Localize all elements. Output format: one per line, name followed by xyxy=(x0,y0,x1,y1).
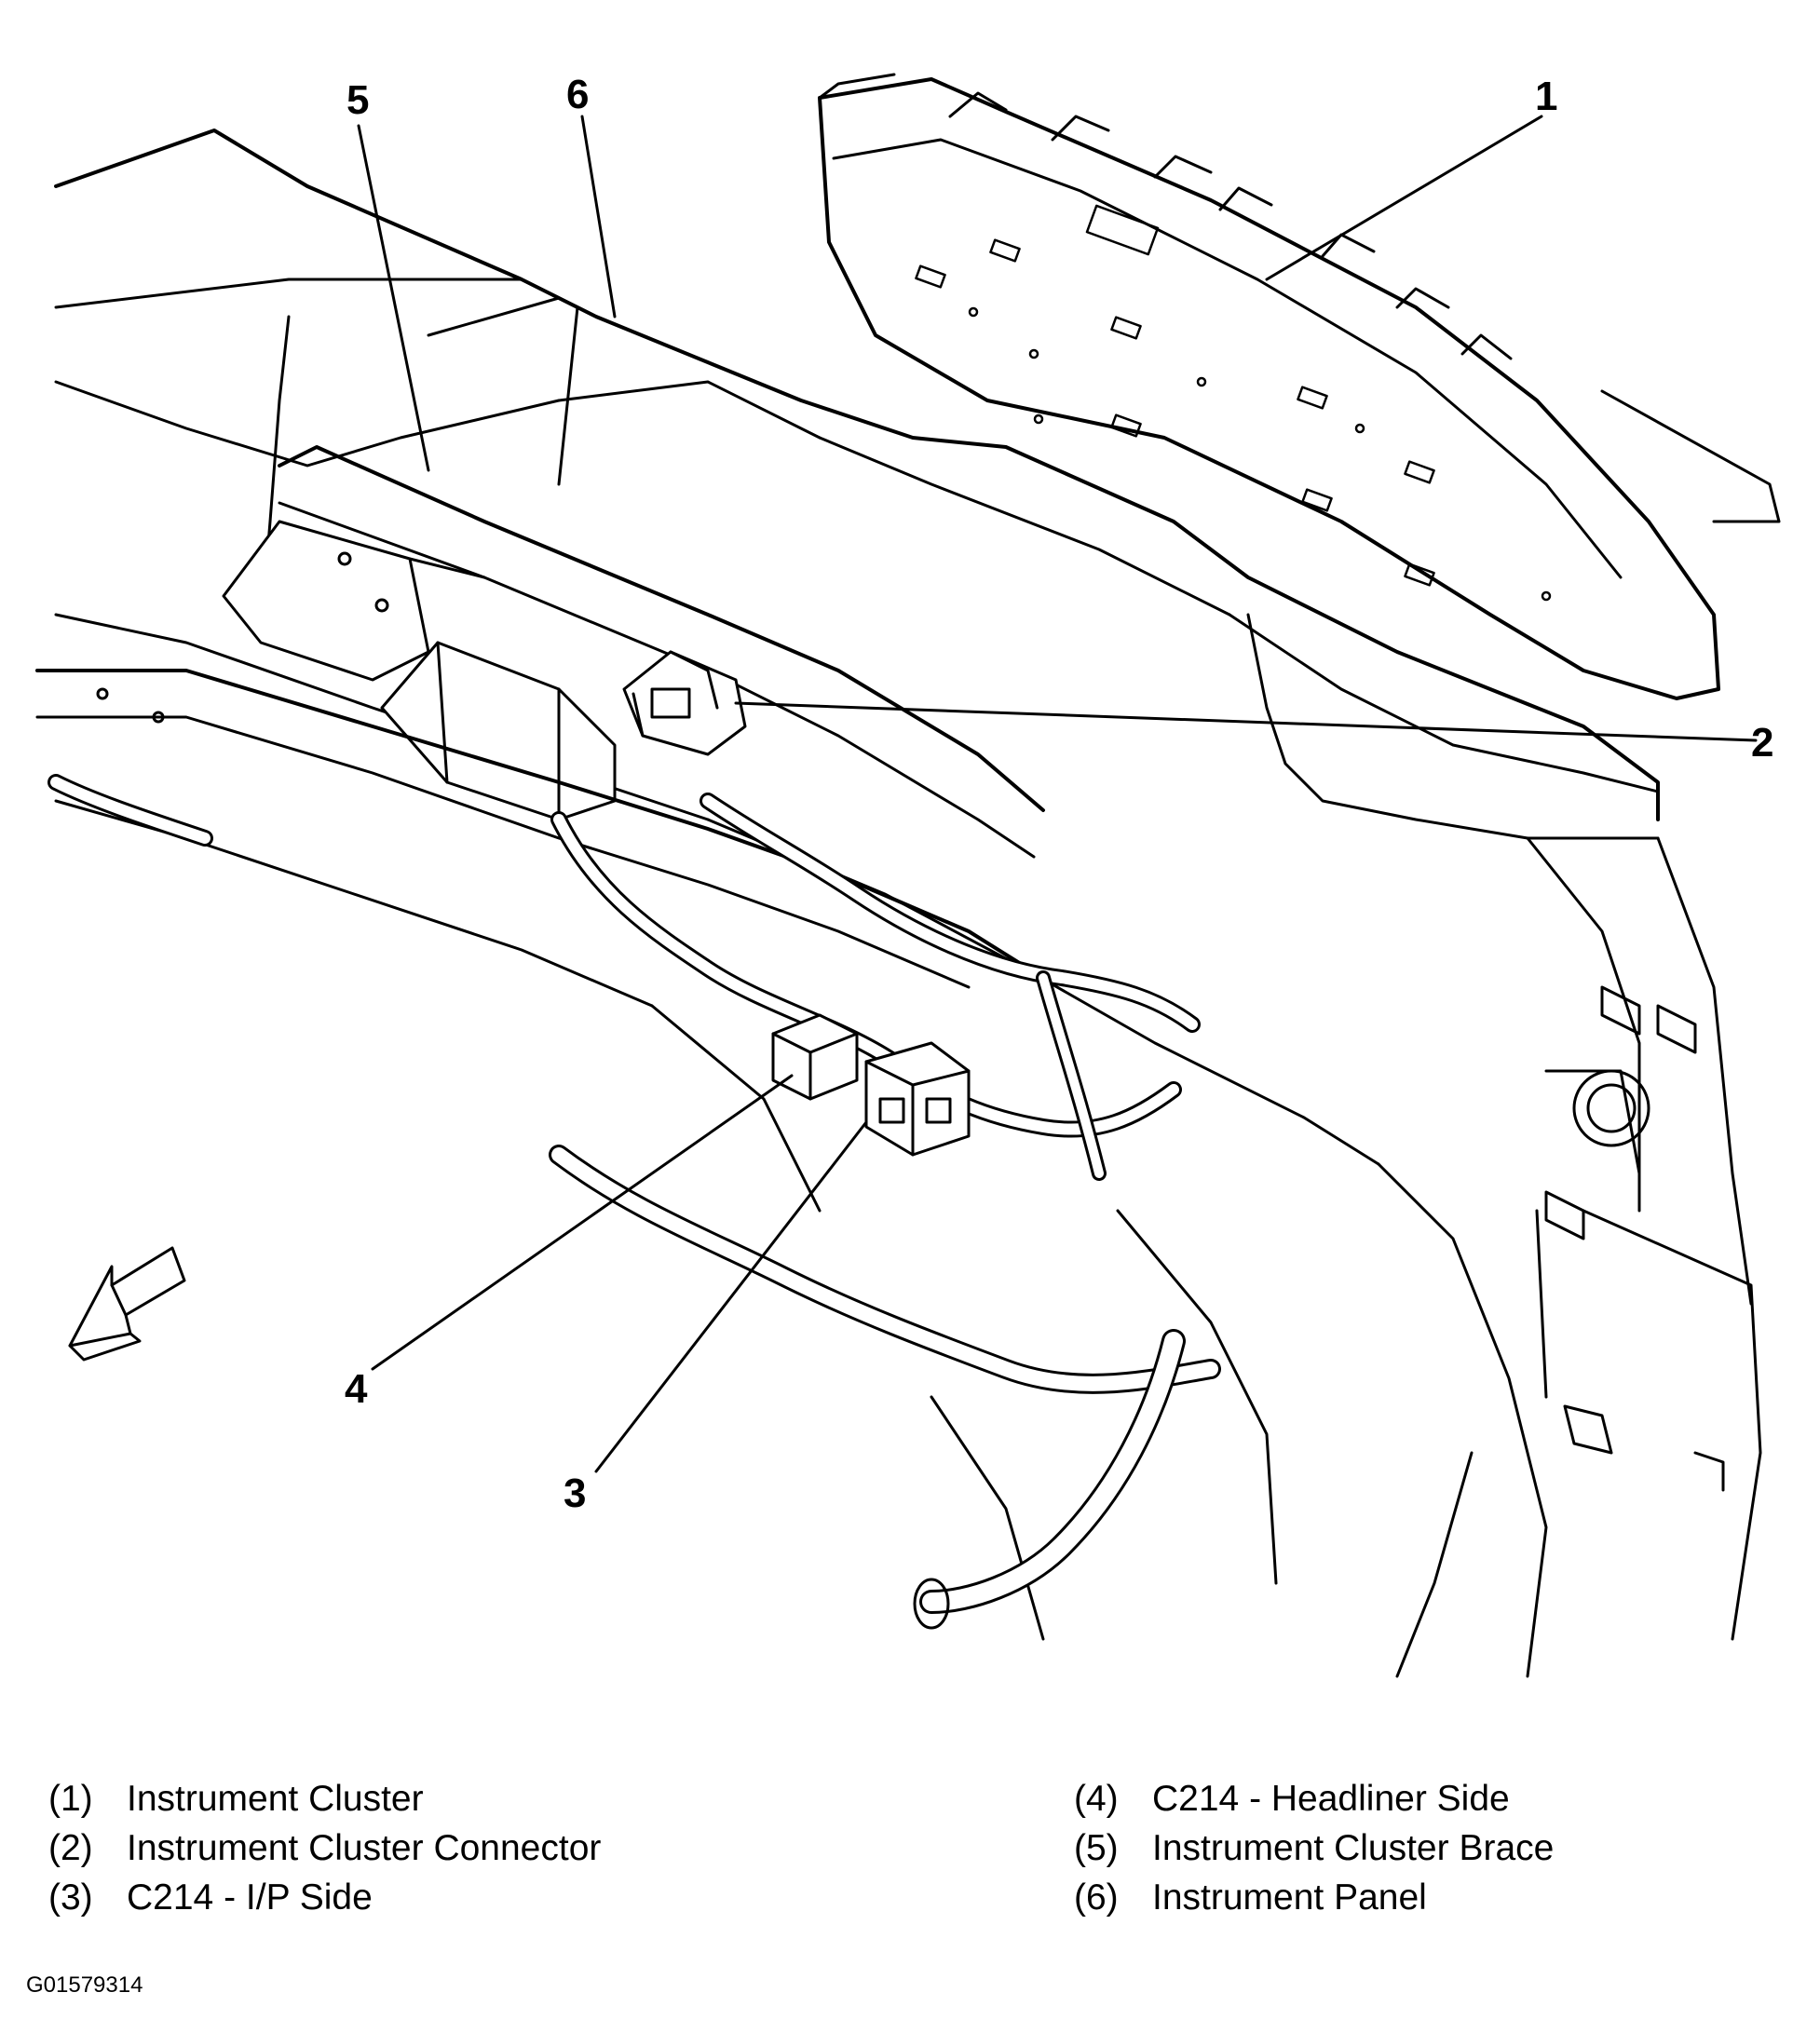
legend-item-label: Instrument Cluster xyxy=(127,1779,424,1819)
legend-right: (4) C214 - Headliner Side (5) Instrument… xyxy=(1074,1774,1554,1922)
instrument-cluster xyxy=(818,73,1781,700)
wiring-harness xyxy=(48,774,1221,1630)
legend-item-number: (6) xyxy=(1074,1877,1119,1918)
instrument-cluster-connector xyxy=(622,650,747,756)
legend-item: (4) C214 - Headliner Side xyxy=(1074,1774,1554,1823)
instrument-panel-diagram: 1 2 3 4 5 6 xyxy=(35,72,1781,1678)
legend-item-number: (4) xyxy=(1074,1779,1119,1819)
legend-item-number: (2) xyxy=(48,1828,93,1868)
legend-item-number: (5) xyxy=(1074,1828,1119,1868)
legend-item-label: Instrument Cluster Brace xyxy=(1152,1828,1555,1868)
direction-arrow-icon xyxy=(68,1246,186,1362)
callout-6: 6 xyxy=(566,72,589,117)
callout-2: 2 xyxy=(1751,720,1773,766)
callout-5: 5 xyxy=(346,77,369,123)
figure-id: G01579314 xyxy=(26,1972,143,1998)
legend-item-number: (1) xyxy=(48,1779,93,1819)
legend-item-number: (3) xyxy=(48,1877,93,1918)
callout-4: 4 xyxy=(345,1366,368,1412)
leader-line-3 xyxy=(594,1120,868,1473)
callout-3: 3 xyxy=(564,1471,586,1516)
legend-item-label: C214 - I/P Side xyxy=(127,1877,373,1918)
leader-line-2 xyxy=(734,701,1758,742)
cross-car-beam xyxy=(35,669,1045,989)
callout-1: 1 xyxy=(1535,74,1557,119)
legend-left: (1) Instrument Cluster (2) Instrument Cl… xyxy=(48,1774,601,1922)
legend-item-label: Instrument Cluster Connector xyxy=(127,1828,602,1868)
legend-item: (1) Instrument Cluster xyxy=(48,1774,601,1823)
leader-line-6 xyxy=(580,115,617,319)
legend-item: (3) C214 - I/P Side xyxy=(48,1873,601,1922)
leader-lines xyxy=(357,115,1758,1473)
leader-line-4 xyxy=(371,1074,794,1371)
leader-line-1 xyxy=(1265,115,1543,281)
legend-item-label: C214 - Headliner Side xyxy=(1152,1779,1510,1819)
legend-item: (6) Instrument Panel xyxy=(1074,1873,1554,1922)
legend-item: (5) Instrument Cluster Brace xyxy=(1074,1823,1554,1873)
c214-connectors xyxy=(771,1013,971,1157)
legend-item: (2) Instrument Cluster Connector xyxy=(48,1823,601,1873)
legend-item-label: Instrument Panel xyxy=(1152,1877,1427,1918)
leader-line-5 xyxy=(357,124,430,472)
dash-module xyxy=(380,641,617,821)
